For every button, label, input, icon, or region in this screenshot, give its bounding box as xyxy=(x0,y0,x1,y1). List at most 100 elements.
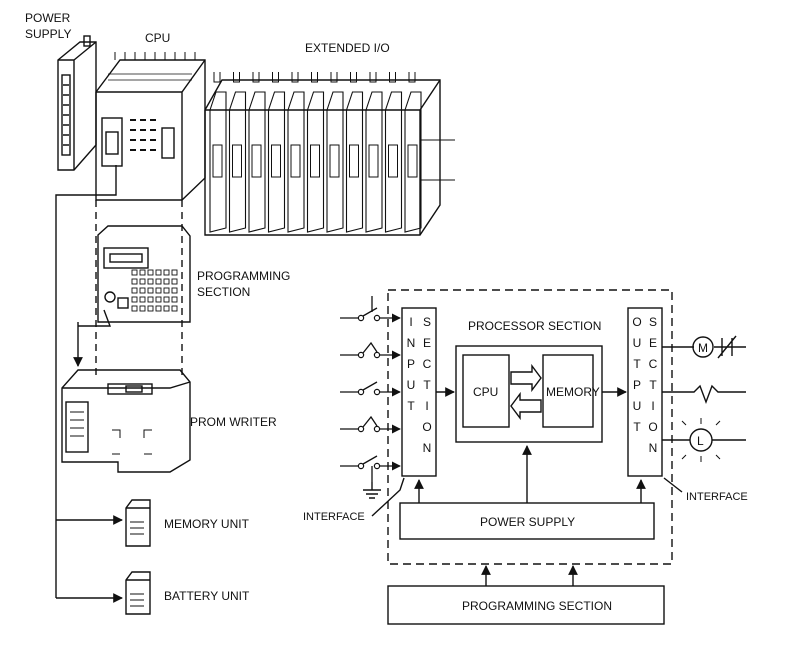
switch-contact xyxy=(357,462,365,470)
vertical-word-1-letter: O xyxy=(632,315,641,329)
vertical-word-1-letter: N xyxy=(407,336,416,350)
io-card xyxy=(326,91,344,233)
motor-contact xyxy=(717,335,737,359)
keypad-key xyxy=(147,287,154,294)
vertical-word-2-letter: T xyxy=(649,378,657,392)
block-labels: PROCESSOR SECTION CPU MEMORY POWER SUPPL… xyxy=(303,319,748,613)
vertical-word-2-letter: N xyxy=(649,441,658,455)
switch-blade xyxy=(362,455,378,465)
switch-contact xyxy=(357,425,365,433)
cpu-link-lines xyxy=(95,200,183,380)
memory-unit xyxy=(125,499,151,547)
io-card xyxy=(287,91,305,233)
vertical-word-1-letter: I xyxy=(409,315,412,329)
vertical-word-1-letter: P xyxy=(407,357,415,371)
peripheral-connection-lines xyxy=(55,165,123,603)
vertical-word-1-letter: U xyxy=(407,378,416,392)
programming-section-box xyxy=(387,585,665,625)
switch-contact xyxy=(357,314,365,322)
vertical-word-2-letter: T xyxy=(423,378,431,392)
processor-section-label: PROCESSOR SECTION xyxy=(468,319,601,333)
keypad-key xyxy=(131,269,138,276)
keypad-key xyxy=(131,305,138,312)
ground-symbol xyxy=(363,482,381,499)
io-card-tab xyxy=(369,72,377,83)
vertical-word-2-letter: O xyxy=(422,420,431,434)
vertical-word-2-letter: C xyxy=(423,357,432,371)
keypad-key xyxy=(171,278,178,285)
battery-unit xyxy=(125,571,151,615)
vertical-word-1-letter: T xyxy=(407,399,415,413)
lamp-rays xyxy=(681,418,721,462)
switch-contact xyxy=(373,425,381,433)
switch-contact xyxy=(357,351,365,359)
io-card-tab xyxy=(233,72,240,83)
programming-section-label-line2: SECTION xyxy=(197,285,250,299)
lamp-symbol xyxy=(689,428,713,452)
memory-box xyxy=(542,354,594,428)
keypad-key xyxy=(155,287,162,294)
keypad-key xyxy=(171,287,178,294)
power-supply-label-line1: POWER xyxy=(25,11,71,25)
io-card xyxy=(345,91,364,233)
memory-block-label: MEMORY xyxy=(546,385,600,399)
switch-contact xyxy=(373,351,381,359)
vertical-word-2-letter: C xyxy=(649,357,658,371)
switch-contact xyxy=(373,462,381,470)
switch-blade xyxy=(362,307,378,317)
io-card xyxy=(384,91,403,233)
input-switches xyxy=(340,296,401,482)
io-card-window xyxy=(232,144,242,178)
io-card-tab xyxy=(311,72,318,83)
plc-enclosure xyxy=(387,289,673,565)
keypad-key xyxy=(163,287,170,294)
keypad-key xyxy=(171,269,178,276)
keypad-key xyxy=(147,269,154,276)
io-card-tab xyxy=(350,72,357,83)
io-card-window xyxy=(329,144,340,178)
power-supply-module xyxy=(57,35,97,171)
extended-io-label: EXTENDED I/O xyxy=(305,41,390,55)
cpu-module xyxy=(95,52,206,201)
extended-io-rack xyxy=(204,79,455,236)
output-lines xyxy=(662,346,746,441)
io-card-window xyxy=(271,144,281,178)
keypad-key xyxy=(147,296,154,303)
prom-writer-unit xyxy=(61,369,191,473)
power-supply-label-line2: SUPPLY xyxy=(25,27,71,41)
cpu-memory-bus xyxy=(510,363,542,421)
keypad-key xyxy=(155,305,162,312)
keypad-key xyxy=(163,278,170,285)
io-card xyxy=(267,91,286,233)
io-card xyxy=(365,91,383,233)
io-card-tab xyxy=(330,72,338,83)
io-card-tab xyxy=(272,72,279,83)
io-card-window xyxy=(251,144,262,178)
io-card-tab xyxy=(213,72,221,83)
keypad-key xyxy=(139,287,146,294)
io-card-window xyxy=(290,144,301,178)
vertical-word-2-letter: I xyxy=(651,399,654,413)
power-supply-block-label: POWER SUPPLY xyxy=(480,515,575,529)
keypad-key xyxy=(131,278,138,285)
programming-section-label-line1: PROGRAMMING xyxy=(197,269,290,283)
keypad-key xyxy=(147,305,154,312)
memory-unit-label: MEMORY UNIT xyxy=(164,517,250,531)
keypad-key xyxy=(163,305,170,312)
cpu-label: CPU xyxy=(145,31,170,45)
switch-blade xyxy=(362,381,378,391)
io-card-window xyxy=(212,144,223,178)
io-cards xyxy=(209,72,422,233)
vertical-word-1-letter: T xyxy=(633,420,641,434)
programming-keypad xyxy=(131,269,178,312)
vertical-word-2-letter: I xyxy=(425,399,428,413)
keypad-key xyxy=(147,278,154,285)
switch-blade xyxy=(362,415,378,428)
io-card-window xyxy=(388,144,398,178)
io-card xyxy=(306,91,325,233)
io-card-tab xyxy=(408,72,416,83)
keypad-key xyxy=(139,296,146,303)
lamp-symbol-label: L xyxy=(697,434,704,448)
processor-section-box xyxy=(455,345,603,443)
